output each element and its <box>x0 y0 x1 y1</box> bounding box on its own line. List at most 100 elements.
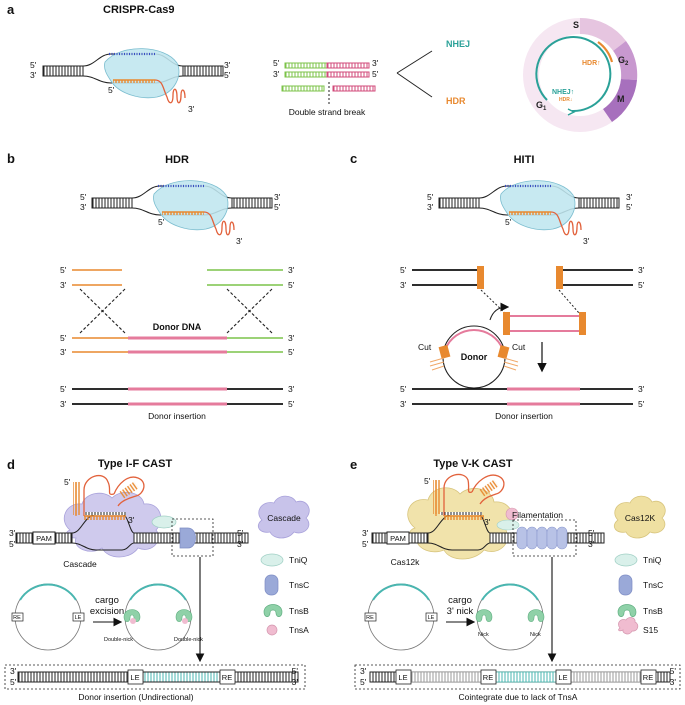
le-label: LE <box>75 615 82 621</box>
hdr-donor-dna <box>72 336 283 354</box>
product-box-d <box>4 664 306 690</box>
end-label: 3' <box>60 347 67 357</box>
end-label: 3' <box>30 70 37 80</box>
end-label: 5' <box>292 666 299 676</box>
end-label: 5' <box>638 399 645 409</box>
hdr-caption: Donor insertion <box>148 411 206 421</box>
tnsb-icon <box>527 609 545 622</box>
end-label: 5' <box>588 528 595 538</box>
end-label: 3' <box>670 677 677 687</box>
re-label: RE <box>366 615 374 621</box>
phase-g1-label: G1 <box>536 100 547 112</box>
end-label: 3' <box>588 539 595 549</box>
double-nick-right: Double-nick <box>174 637 203 643</box>
phase-g2-label: G2 <box>618 55 629 67</box>
cast-e-caption: Cointegrate due to lack of TnsA <box>459 692 578 702</box>
panel-a-letter: a <box>7 2 15 17</box>
cut-right-label: Cut <box>512 342 526 352</box>
end-label: 5' <box>158 217 165 227</box>
type-vk-cast-complex <box>371 473 605 560</box>
end-label: 5' <box>670 666 677 676</box>
end-label: 5' <box>10 677 17 687</box>
tnsa-icon <box>266 624 278 636</box>
double-nick-left: Double-nick <box>104 637 133 643</box>
cas12k-label: Cas12k <box>391 557 421 567</box>
cas12k-cloud-icon <box>613 495 666 539</box>
end-label: 5' <box>427 192 434 202</box>
nick-label-1: cargo <box>448 595 472 606</box>
end-label: 3' <box>427 202 434 212</box>
panel-e-letter: e <box>350 457 357 472</box>
cargo-label-1: cargo <box>95 595 119 606</box>
cargo-label-2: excision <box>90 606 124 617</box>
end-label: 5' <box>400 265 407 275</box>
end-label: 3' <box>400 399 407 409</box>
product-dna-e <box>369 669 671 685</box>
panel-d-title: Type I-F CAST <box>98 458 173 470</box>
donor-label: Donor <box>461 352 488 362</box>
cast-d-caption: Donor insertion (Undirectional) <box>78 692 193 702</box>
end-label: 5' <box>273 58 280 68</box>
hdr-product <box>72 387 283 406</box>
panel-c-title: HITI <box>514 154 535 166</box>
legend-d <box>257 495 310 636</box>
end-label: 3' <box>224 60 231 70</box>
end-label: 3' <box>274 192 281 202</box>
nhej-up-label: NHEJ↑ <box>552 89 574 96</box>
tnsb-icon <box>263 604 283 617</box>
end-label: 3' <box>288 384 295 394</box>
dsb-caption: Double strand break <box>289 107 366 117</box>
end-label: 3' <box>638 384 645 394</box>
end-label: 3' <box>237 539 244 549</box>
end-label: 5' <box>288 280 295 290</box>
le-label: LE <box>130 673 139 682</box>
tnsa-icon <box>182 618 188 624</box>
re-label: RE <box>483 673 493 682</box>
end-label: 5' <box>362 539 369 549</box>
hiti-genomic-ends <box>412 266 633 314</box>
legend-d-label: TnsB <box>289 606 309 616</box>
product-box-e <box>354 664 681 690</box>
legend-d-label: TnsA <box>289 625 309 635</box>
hdr-genomic-ends <box>72 269 283 286</box>
end-label: 3' <box>273 69 280 79</box>
panel-b-title: HDR <box>165 154 189 166</box>
end-label: 3' <box>583 236 590 246</box>
legend-e-label: S15 <box>643 625 658 635</box>
end-label: 3' <box>10 666 17 676</box>
end-label: 5' <box>108 85 115 95</box>
legend-e-label: Cas12K <box>625 513 656 523</box>
nick-left-label: Nick <box>478 632 489 638</box>
hdr-down-label: HDR↓ <box>559 97 572 103</box>
tniq-icon <box>614 553 638 567</box>
cas9-complex-b <box>90 179 274 236</box>
end-label: 5' <box>274 202 281 212</box>
nick-right-label: Nick <box>530 632 541 638</box>
panel-c-letter: c <box>350 151 357 166</box>
end-label: 3' <box>60 399 67 409</box>
double-strand-break <box>281 62 376 104</box>
end-label: 3' <box>360 666 367 676</box>
end-label: 3' <box>292 677 299 687</box>
tnsb-icon <box>175 609 193 622</box>
filamentation-label: Filamentation <box>512 510 563 520</box>
legend-d-label: TnsC <box>289 580 309 590</box>
cell-cycle-diagram <box>523 17 638 132</box>
panel-d-letter: d <box>7 457 15 472</box>
hiti-linear-donor <box>503 312 586 335</box>
hiti-circular-donor <box>429 302 519 389</box>
end-label: 3' <box>188 104 195 114</box>
end-label: 5' <box>9 539 16 549</box>
end-label: 5' <box>64 477 71 487</box>
tnsc-icon <box>264 574 279 596</box>
legend-d-label: TniQ <box>289 555 308 565</box>
cargo-excision-d <box>11 583 193 651</box>
end-label: 5' <box>424 476 431 486</box>
end-label: 5' <box>60 333 67 343</box>
end-label: 3' <box>400 280 407 290</box>
end-label: 5' <box>638 280 645 290</box>
type-if-cast-complex <box>15 474 249 558</box>
nick-label-2: 3' nick <box>447 606 474 617</box>
cas9-complex-c <box>437 179 621 236</box>
panel-e-title: Type V-K CAST <box>433 458 513 470</box>
